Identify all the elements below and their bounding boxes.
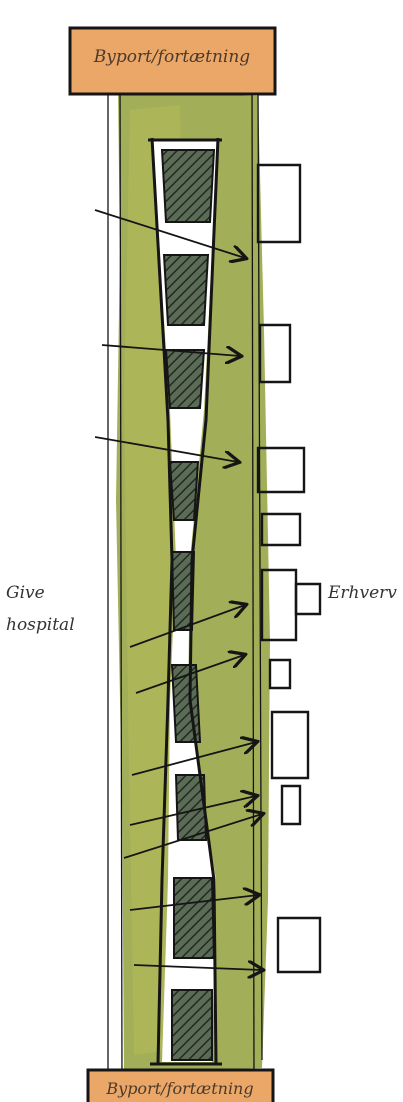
right-area-label: Erhverv xyxy=(327,583,397,603)
building-outline-icon xyxy=(278,918,320,972)
building-outline-icon xyxy=(272,712,308,778)
bottom-gate-label: Byport/fortætning xyxy=(105,1079,253,1098)
top-gate: Byport/fortætning xyxy=(70,28,275,94)
building-outline-icon xyxy=(258,165,300,242)
left-area-label-line1: Give xyxy=(6,583,45,603)
building-outline-icon xyxy=(296,584,320,614)
bottom-gate: Byport/fortætning xyxy=(88,1070,273,1102)
top-gate-label: Byport/fortætning xyxy=(93,47,251,67)
building-outline-icon xyxy=(270,660,290,688)
building-outline-icon xyxy=(282,786,300,824)
left-area-label-line2: hospital xyxy=(6,615,75,635)
